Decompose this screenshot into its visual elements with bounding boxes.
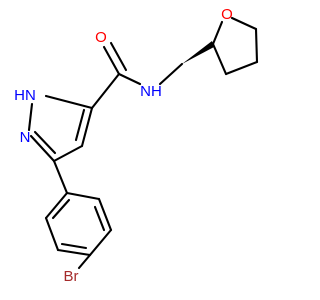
bond-carbonyl-o [102,45,121,76]
bond-carbonyl-o-double [109,41,128,72]
bond-thf-o-c5 [230,16,258,31]
bond-ph-c5-c6 [44,216,60,252]
bond-ch2-thf-wedge [182,41,214,64]
bond-ph-c6-c1 [44,191,69,220]
bond-thf-c3-c2 [211,42,228,76]
bond-carbonyl-n [117,72,142,86]
atom-label-o-ring: O [221,6,233,23]
molecule-structure: HN N O NH O Br [14,6,259,285]
bond-ph-c1-c2 [65,191,101,201]
bond-c3-c4 [52,144,84,163]
bond-n1-n2 [27,102,34,132]
atom-label-nh: HN [14,87,36,104]
molecule-canvas: HN N O NH O Br [14,5,259,285]
bond-c4-c5-double-inner [74,108,86,142]
atom-label-br: Br [64,268,79,285]
bond-n-ch2 [158,62,184,86]
bond-c-br [77,253,92,270]
bond-n2-c3-double [29,134,56,163]
bond-n2-c3-double-inner [33,130,57,155]
atom-label-nh-amide: NH [140,83,162,100]
bond-ph-c4-c5 [56,248,92,257]
bond-thf-c5-c4 [254,27,259,64]
bond-thf-c2-o [211,20,224,46]
bond-ph-c6-c1-inner [51,198,71,220]
bond-ph-c4-c5-inner [60,242,88,250]
bond-ph-c2-c3-inner [93,205,106,232]
bond-ph-c2-c3 [97,197,113,232]
bond-c3-phenyl [52,159,69,195]
bond-c5-n1 [44,94,94,110]
bond-c5-carbonyl [90,72,121,110]
bond-c4-c5 [80,106,94,148]
bond-thf-c4-c3 [224,60,259,76]
atom-label-o-carbonyl: O [95,29,107,46]
bond-ph-c3-c4 [88,228,113,257]
atom-label-n: N [20,129,31,146]
